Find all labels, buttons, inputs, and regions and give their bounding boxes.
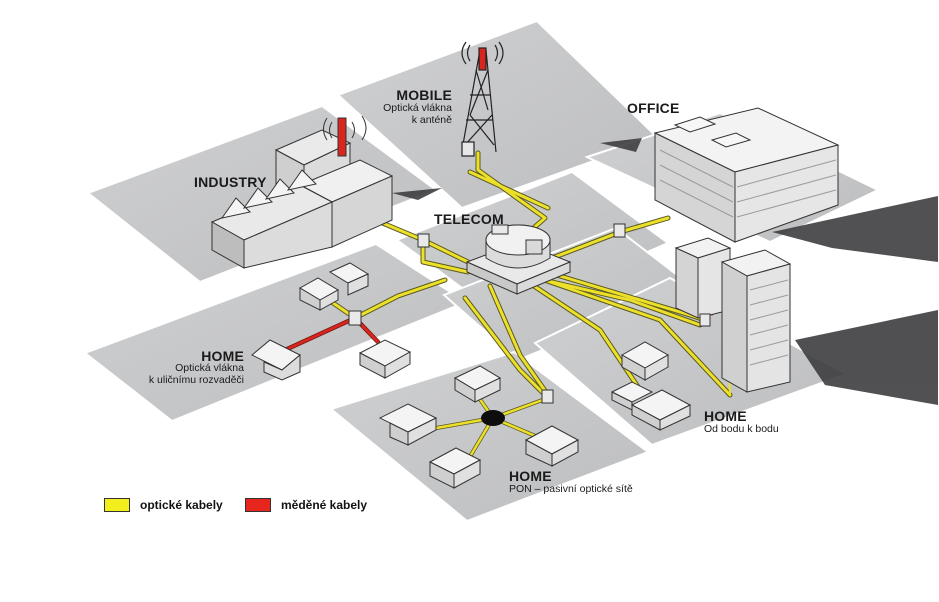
- telecom-building: [465, 224, 572, 295]
- houses: [251, 262, 692, 489]
- legend-copper-label: měděné kabely: [281, 498, 368, 512]
- house-street-1: [299, 277, 339, 311]
- office-title: OFFICE: [627, 100, 680, 116]
- house-pon-1: [453, 365, 502, 403]
- mobile-desc-line1: Optická vlákna: [383, 102, 452, 114]
- legend-fiber-swatch: [104, 498, 130, 512]
- house-street-3: [251, 339, 301, 381]
- shadows: [392, 138, 938, 405]
- legend-copper-swatch: [245, 498, 271, 512]
- house-p2p-1: [620, 341, 670, 381]
- legend-copper: měděné kabely: [245, 498, 367, 512]
- house-pon-4: [524, 425, 580, 467]
- industry-title: INDUSTRY: [194, 174, 267, 190]
- pon-splitter-icon: [481, 410, 505, 426]
- mobile-desc-line2: k anténě: [411, 114, 452, 126]
- office-building: [653, 107, 840, 243]
- house-street-4: [358, 339, 412, 379]
- home-p2p-desc: Od bodu k bodu: [704, 423, 779, 435]
- home-pon-title: HOME: [509, 468, 552, 484]
- house-p2p-2: [610, 381, 654, 411]
- legend-fiber-label: optické kabely: [140, 498, 223, 512]
- home-street-desc-line2: k uličnímu rozvaděči: [148, 374, 244, 386]
- home-p2p-title: HOME: [704, 408, 747, 424]
- home-street-desc-line1: Optická vlákna: [175, 362, 244, 374]
- mobile-title: MOBILE: [396, 87, 452, 103]
- industry-factory: [210, 115, 394, 269]
- house-street-2: [328, 262, 370, 296]
- house-p2p-3: [630, 389, 692, 431]
- legend-fiber: optické kabely: [104, 498, 223, 512]
- home-street-title: HOME: [201, 348, 244, 364]
- panel-home-pon: [328, 350, 651, 523]
- mobile-tower: [461, 41, 504, 157]
- house-pon-2: [378, 403, 438, 446]
- house-pon-3: [428, 447, 482, 489]
- apartment-towers: [674, 237, 792, 393]
- street-cabinets: [348, 223, 711, 404]
- home-pon-desc: PON – pasivní optické sítě: [509, 483, 633, 495]
- telecom-title: TELECOM: [434, 211, 504, 227]
